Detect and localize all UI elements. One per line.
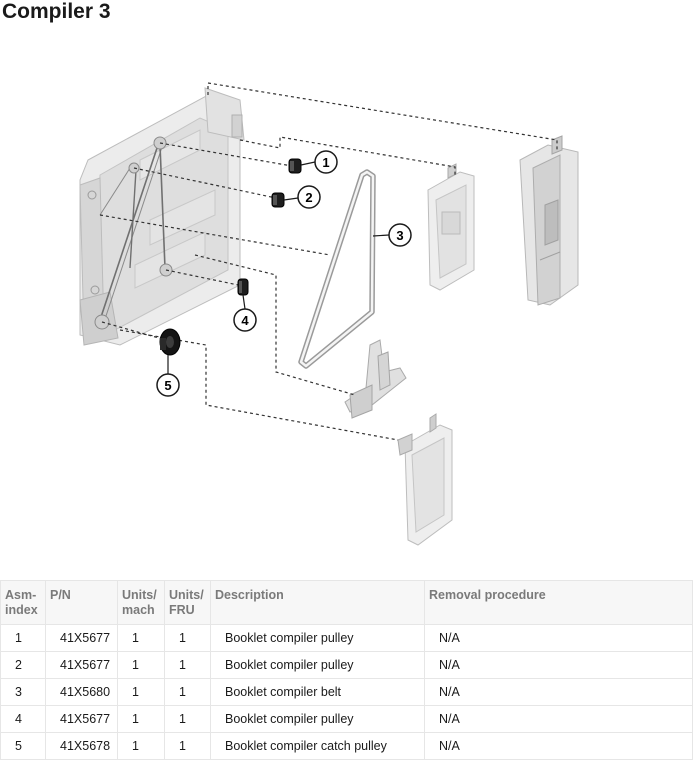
pulley-2	[271, 192, 285, 208]
cell-description: Booklet compiler pulley	[210, 705, 425, 733]
catch-pulley-5	[159, 328, 181, 356]
cell-units-mach: 1	[117, 678, 165, 706]
cell-part-number: 41X5680	[45, 678, 118, 706]
cell-part-number: 41X5678	[45, 732, 118, 760]
table-row: 3 41X5680 1 1 Booklet compiler belt N/A	[0, 678, 693, 706]
callout-1: 1	[300, 150, 338, 174]
pulley-4	[237, 278, 249, 296]
header-units-mach: Units/ mach	[117, 580, 165, 625]
lower-cover-panel	[397, 413, 453, 546]
callout-5: 5	[156, 355, 180, 397]
table-row: 2 41X5677 1 1 Booklet compiler pulley N/…	[0, 651, 693, 679]
pulley-1	[288, 158, 302, 174]
cell-removal-procedure: N/A	[424, 624, 693, 652]
cell-description: Booklet compiler belt	[210, 678, 425, 706]
cell-units-fru: 1	[164, 732, 211, 760]
cell-units-fru: 1	[164, 624, 211, 652]
callout-4: 4	[233, 294, 257, 332]
cell-part-number: 41X5677	[45, 624, 118, 652]
cell-removal-procedure: N/A	[424, 705, 693, 733]
cell-units-mach: 1	[117, 705, 165, 733]
middle-bracket	[344, 339, 407, 419]
callout-label-5: 5	[164, 378, 171, 393]
cell-part-number: 41X5677	[45, 705, 118, 733]
callout-3: 3	[372, 223, 412, 247]
cell-units-mach: 1	[117, 651, 165, 679]
cell-units-fru: 1	[164, 678, 211, 706]
cell-units-fru: 1	[164, 651, 211, 679]
cell-units-fru: 1	[164, 705, 211, 733]
exploded-parts-diagram: 1 2 3 4 5	[79, 82, 579, 546]
main-frame-assembly	[79, 87, 245, 346]
cell-description: Booklet compiler catch pulley	[210, 732, 425, 760]
cell-asm-index: 3	[0, 678, 46, 706]
callout-label-2: 2	[305, 190, 312, 205]
header-removal-procedure: Removal procedure	[424, 580, 693, 625]
header-description: Description	[210, 580, 425, 625]
cell-description: Booklet compiler pulley	[210, 624, 425, 652]
cell-part-number: 41X5677	[45, 651, 118, 679]
parts-table: Asm- index P/N Units/ mach Units/ FRU De…	[0, 580, 693, 760]
vertical-rail-part	[519, 135, 579, 306]
cell-asm-index: 1	[0, 624, 46, 652]
bracket-panel	[427, 163, 475, 291]
cell-asm-index: 2	[0, 651, 46, 679]
cell-asm-index: 4	[0, 705, 46, 733]
callout-2: 2	[283, 185, 321, 209]
table-row: 4 41X5677 1 1 Booklet compiler pulley N/…	[0, 705, 693, 733]
callout-label-4: 4	[241, 313, 249, 328]
page-title: Compiler 3	[2, 0, 111, 23]
cell-removal-procedure: N/A	[424, 678, 693, 706]
callout-label-3: 3	[396, 228, 403, 243]
cell-removal-procedure: N/A	[424, 732, 693, 760]
table-row: 1 41X5677 1 1 Booklet compiler pulley N/…	[0, 624, 693, 652]
cell-asm-index: 5	[0, 732, 46, 760]
cell-description: Booklet compiler pulley	[210, 651, 425, 679]
header-units-fru: Units/ FRU	[164, 580, 211, 625]
table-header-row: Asm- index P/N Units/ mach Units/ FRU De…	[0, 580, 693, 625]
header-asm-index: Asm- index	[0, 580, 46, 625]
table-row: 5 41X5678 1 1 Booklet compiler catch pul…	[0, 732, 693, 760]
compiler-belt	[298, 169, 376, 369]
cell-units-mach: 1	[117, 732, 165, 760]
cell-units-mach: 1	[117, 624, 165, 652]
cell-removal-procedure: N/A	[424, 651, 693, 679]
header-part-number: P/N	[45, 580, 118, 625]
callout-label-1: 1	[322, 155, 329, 170]
